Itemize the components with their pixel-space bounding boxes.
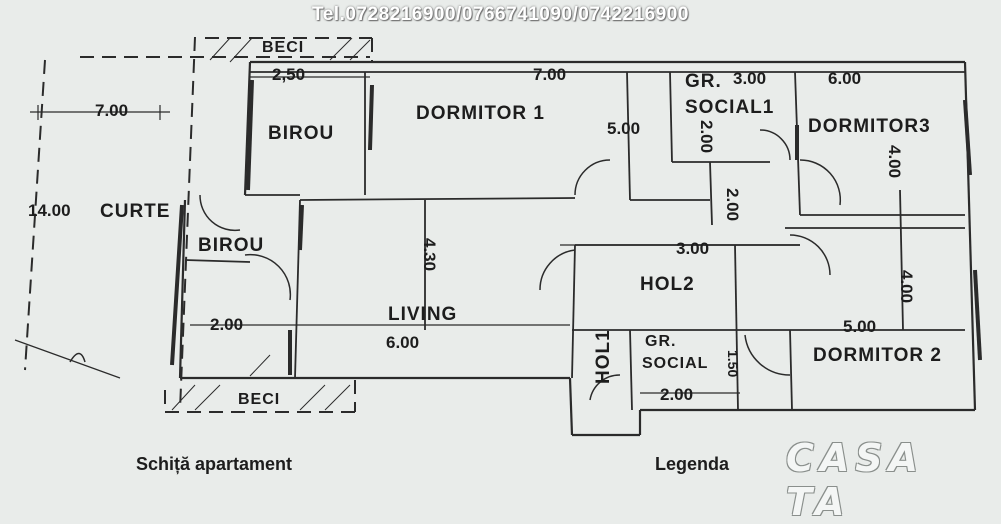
floor-plan-drawing [14, 36, 982, 437]
dimension-2-00-a: 2.00 [697, 120, 716, 154]
room-label-birou-top: BIROU [268, 123, 335, 144]
dimension-2-00-b: 2.00 [723, 188, 742, 222]
phone-header: Tel.0728216900/0766741090/0742216900 [312, 4, 689, 25]
caption-legend: Legenda [655, 454, 730, 474]
dimension-7-00-top: 7.00 [533, 65, 567, 84]
dimension-4-30: 4.30 [420, 238, 439, 272]
room-label-gr-social-1-line2: SOCIAL1 [685, 97, 775, 118]
dimension-3-00-mid: 3.00 [676, 239, 710, 258]
beci-hatching [171, 37, 371, 411]
room-label-living: LIVING [388, 304, 458, 325]
room-label-hol-1: HOL1 [593, 329, 614, 384]
room-label-gr-social-line1: GR. [645, 333, 677, 350]
casa-ta-logo: CASA TA [786, 436, 925, 524]
dimension-6-00-bottom: 6.00 [386, 333, 420, 352]
dimension-4-00-a: 4.00 [885, 145, 904, 179]
room-label-dormitor-1: DORMITOR 1 [416, 103, 545, 124]
room-label-birou-mid: BIROU [198, 235, 265, 256]
room-label-dormitor-2: DORMITOR 2 [813, 345, 942, 366]
dimension-2-00-left: 2.00 [210, 315, 244, 334]
dimension-2-00-bottom: 2.00 [660, 385, 694, 404]
room-label-beci-bottom: BECI [238, 391, 281, 408]
windows [170, 79, 982, 375]
dimension-4-00-b: 4.00 [897, 270, 916, 304]
dimension-7-00-left: 7.00 [95, 101, 129, 120]
dimension-6-00-top: 6.00 [828, 69, 862, 88]
dimension-5-00-a: 5.00 [607, 119, 641, 138]
dimension-14-00: 14.00 [28, 201, 71, 220]
dimension-5-00-b: 5.00 [843, 317, 877, 336]
dimension-1-50: 1.50 [725, 350, 741, 378]
dimension-2-50: 2,50 [272, 65, 306, 84]
courtyard-dashed-outline [24, 36, 373, 413]
dimension-3-00-top: 3.00 [733, 69, 767, 88]
room-label-dormitor-3: DORMITOR3 [808, 116, 931, 137]
room-label-curte: CURTE [100, 201, 171, 222]
caption-sketch: Schiță apartament [136, 454, 293, 474]
room-label-hol-2: HOL2 [640, 274, 695, 295]
room-label-gr-social-line2: SOCIAL [642, 355, 709, 372]
door-swings [69, 129, 842, 401]
outer-walls [178, 60, 977, 437]
room-label-beci-top: BECI [262, 39, 305, 56]
room-label-gr-social-1-line1: GR. [685, 71, 722, 92]
dimension-lines [14, 76, 800, 394]
